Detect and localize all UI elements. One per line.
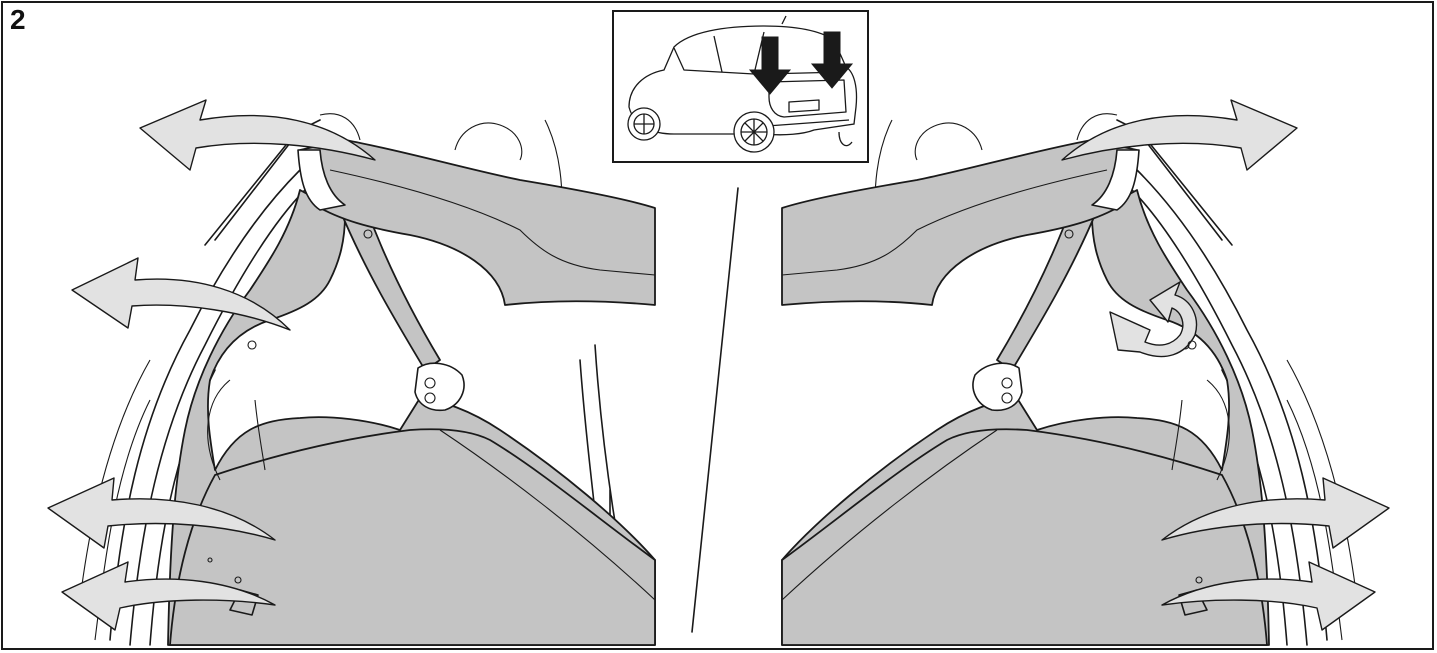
- strap-buckle-left: [415, 363, 464, 410]
- car-rear-icon: .c { fill: none; stroke: #1a1a1a; stroke…: [614, 12, 871, 165]
- left-trunk-view: [48, 100, 655, 645]
- parcel-shelf-left: [300, 140, 655, 305]
- view-divider: [692, 188, 738, 632]
- car-inset: .c { fill: none; stroke: #1a1a1a; stroke…: [612, 10, 869, 163]
- right-trunk-view: [782, 100, 1389, 645]
- strap-buckle-right: [973, 363, 1022, 410]
